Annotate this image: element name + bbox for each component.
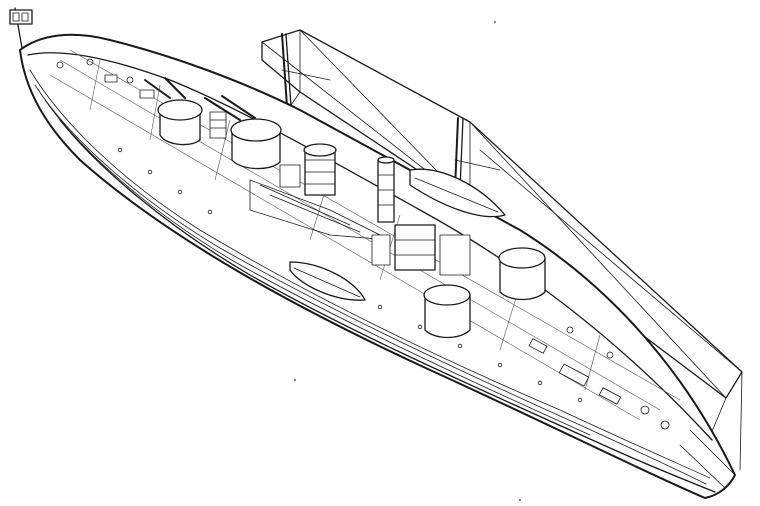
lifeboat-lower [289, 261, 366, 301]
forward-superstructure [371, 224, 471, 276]
scan-marks [293, 20, 522, 502]
forward-turret-right [498, 247, 546, 301]
bow-fittings [528, 326, 670, 430]
aft-turret [144, 77, 203, 146]
bridge-structure [249, 143, 391, 241]
main-turret [204, 95, 282, 170]
lifeboat-upper [409, 168, 506, 218]
funnel [377, 156, 395, 223]
ensign-flag [9, 7, 33, 49]
stern-fittings [56, 58, 155, 99]
rigging-frame [259, 29, 743, 471]
forward-turret-left [423, 284, 471, 339]
